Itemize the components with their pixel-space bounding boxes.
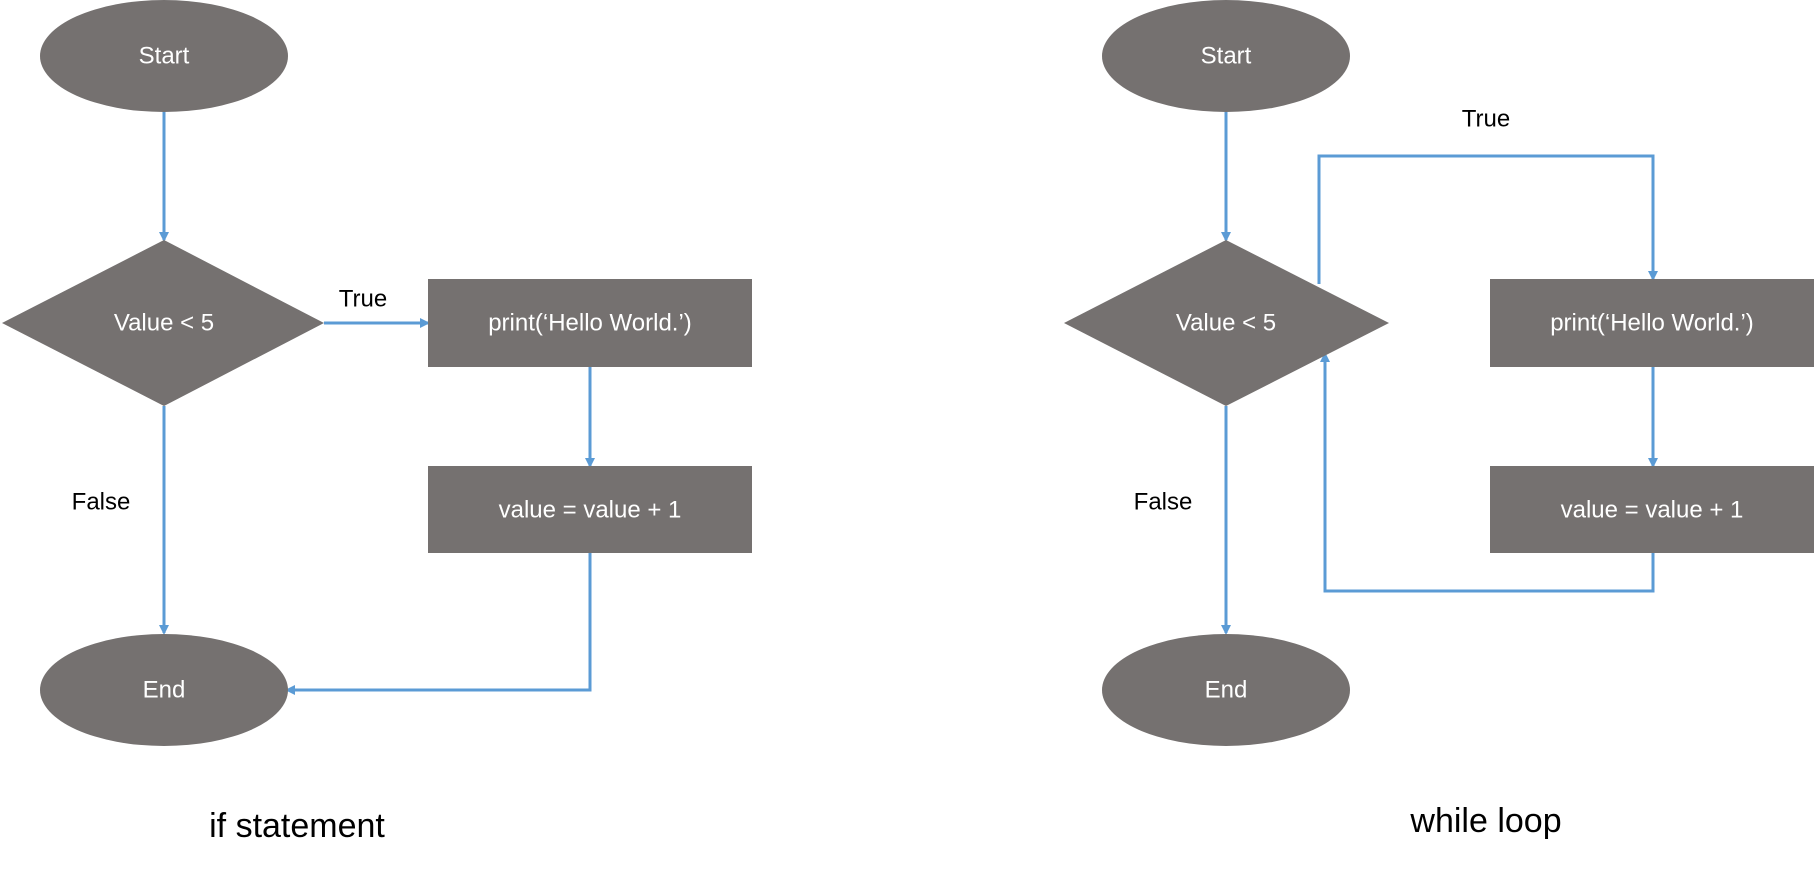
if-edge-increment-to-end [285,553,592,695]
while-edge-increment-loop-back [1320,352,1655,593]
if-increment-label: value = value + 1 [499,497,682,524]
while-loop-caption: while loop [1409,802,1561,840]
while-false-label: False [1134,489,1193,516]
while-loop-flowchart: Start Value < 5 print(‘Hello World.’) va… [1064,0,1814,840]
if-condition-node [2,240,324,406]
if-statement-flowchart: Start Value < 5 print(‘Hello World.’) va… [2,0,752,845]
while-end-label: End [1205,677,1248,704]
while-end-node [1102,634,1350,746]
while-start-label: Start [1201,43,1252,70]
if-true-label: True [339,286,387,313]
if-start-label: Start [139,43,190,70]
while-print-label: print(‘Hello World.’) [1550,310,1754,337]
if-start-node [40,0,288,112]
if-print-label: print(‘Hello World.’) [488,310,692,337]
while-condition-label: Value < 5 [1176,310,1276,337]
if-increment-node [428,466,752,553]
while-increment-label: value = value + 1 [1561,497,1744,524]
while-print-node [1490,279,1814,367]
if-false-label: False [72,489,131,516]
if-end-label: End [143,677,186,704]
while-true-label: True [1462,106,1510,133]
if-end-node [40,634,288,746]
while-edge-condition-true-to-print [1317,154,1658,284]
if-condition-label: Value < 5 [114,310,214,337]
while-start-node [1102,0,1350,112]
if-statement-caption: if statement [209,807,385,845]
while-increment-node [1490,466,1814,553]
if-print-node [428,279,752,367]
while-condition-node [1064,240,1389,406]
